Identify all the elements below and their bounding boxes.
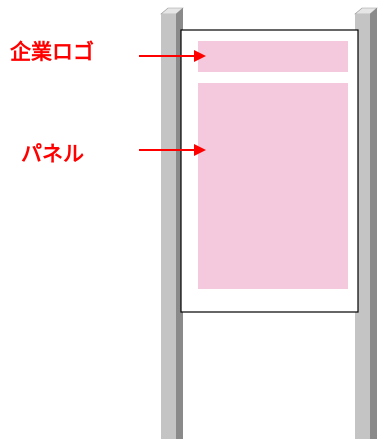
logo-callout-label: 企業ロゴ xyxy=(10,40,94,64)
right-post xyxy=(354,7,378,439)
logo-area xyxy=(198,41,348,72)
logo-arrow xyxy=(139,50,206,62)
panel-callout-label: パネル xyxy=(21,142,84,166)
panel-area xyxy=(198,83,348,289)
left-post xyxy=(160,7,184,439)
panel-arrow xyxy=(139,144,206,156)
